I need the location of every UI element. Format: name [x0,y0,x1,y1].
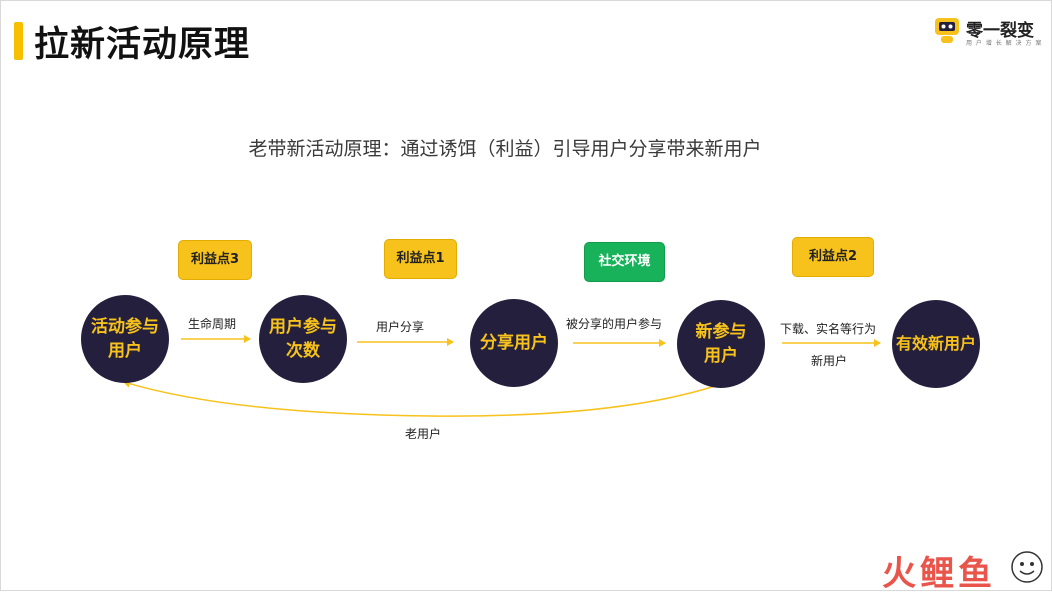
edge-label-download-verify: 下载、实名等行为 [780,322,877,336]
node-participation-count: 用户参与次数 [259,295,347,383]
node-valid-new-user: 有效新用户 [892,300,980,388]
title-accent-bar [14,22,23,60]
diagram-subtitle: 老带新活动原理：通过诱饵（利益）引导用户分享带来新用户 [248,138,762,160]
brand-logo: 零一裂变 用 户 增 长 解 决 方 案 [932,14,1042,50]
node-sharing-user: 分享用户 [470,299,558,387]
watermark-logo: 火鲤鱼 [882,546,1052,594]
watermark-text: 火鲤鱼 [882,554,996,594]
mascot-icon [1011,551,1043,583]
edge-label-new-user: 新用户 [811,354,848,368]
page-title: 拉新活动原理 [34,25,251,65]
benefit-point-1-badge: 利益点1 [384,239,457,279]
benefit-point-3-badge: 利益点3 [178,240,252,280]
edge-label-lifecycle: 生命周期 [188,317,237,331]
edge-label-shared-participate: 被分享的用户参与 [566,317,663,331]
arrow-old-user-loop [123,379,722,417]
edge-label-old-user: 老用户 [405,427,442,441]
benefit-point-2-badge: 利益点2 [792,237,874,277]
node-activity-participant: 活动参与用户 [81,295,169,383]
robot-icon [935,18,959,43]
edge-label-user-share: 用户分享 [376,320,425,334]
social-environment-badge: 社交环境 [584,242,665,282]
brand-tagline: 用 户 增 长 解 决 方 案 [966,40,1043,47]
brand-name: 零一裂变 [966,21,1034,41]
node-new-participant: 新参与用户 [677,300,765,388]
